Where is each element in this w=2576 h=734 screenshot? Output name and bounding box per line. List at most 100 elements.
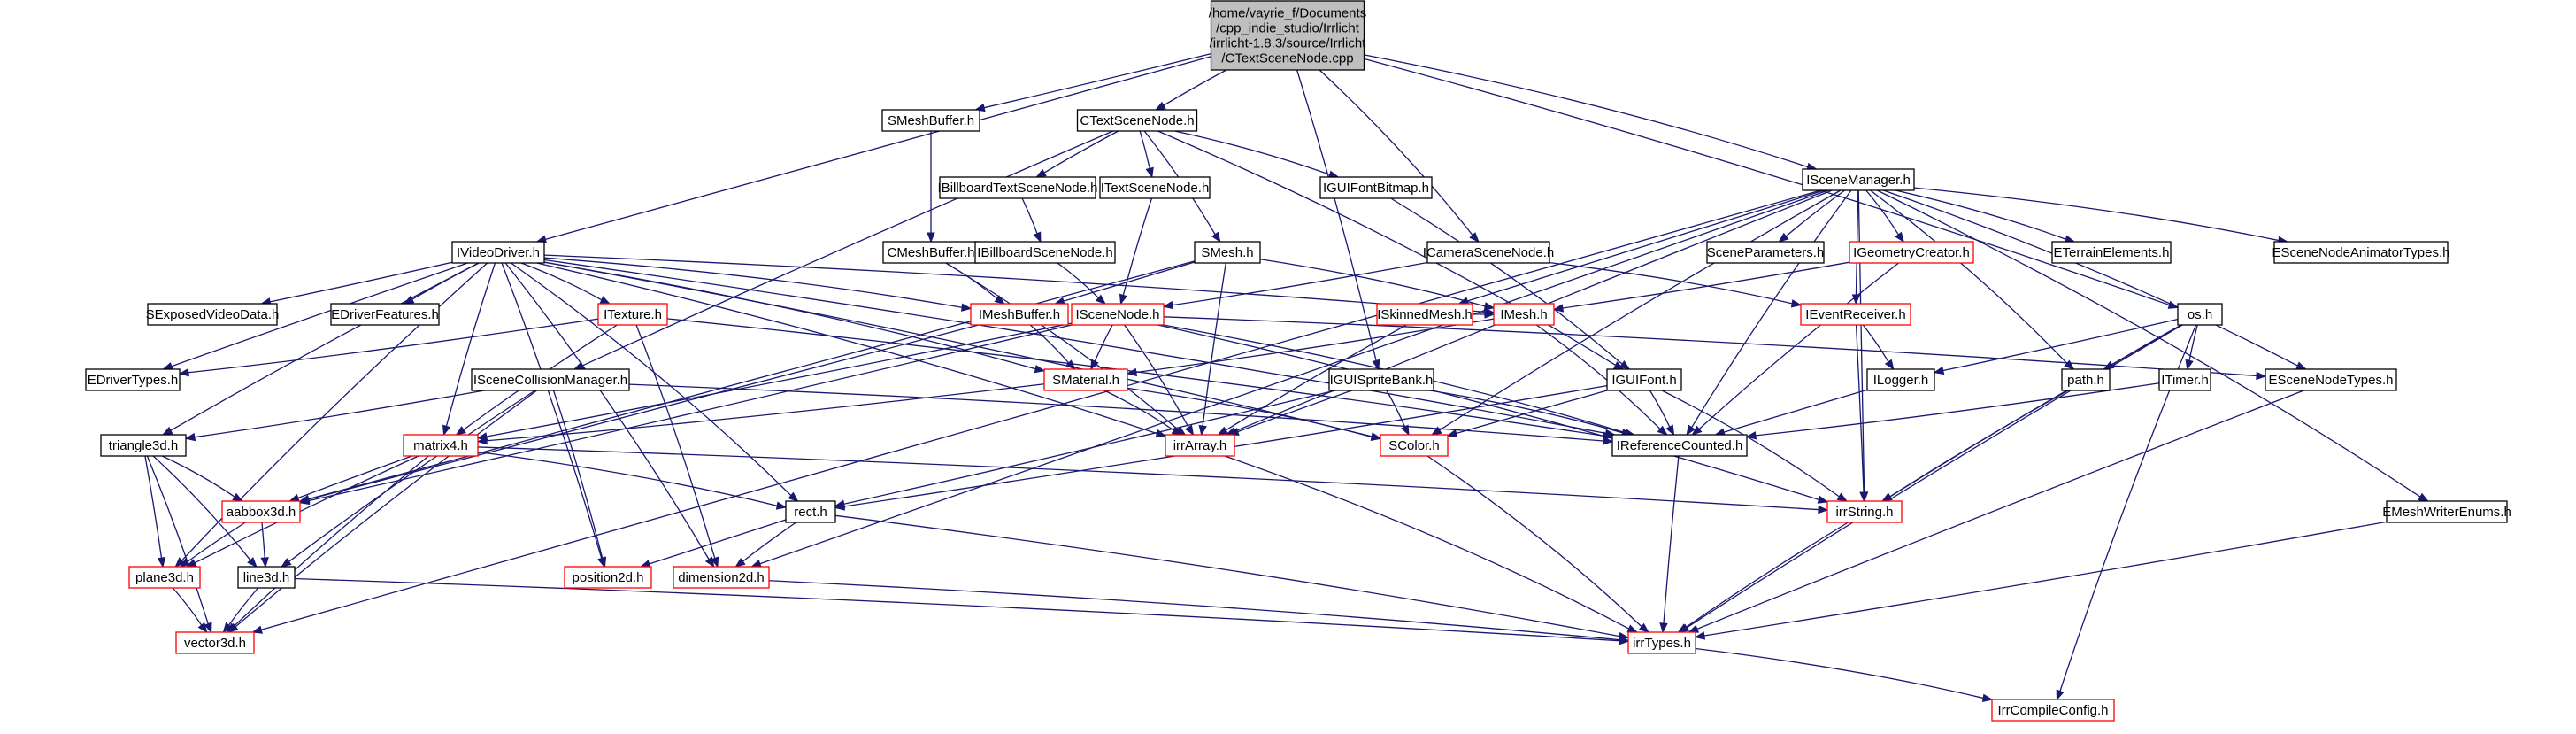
node-IBillboardSceneNode[interactable]: IBillboardSceneNode.h [974, 241, 1116, 264]
node-IGUISpriteBank[interactable]: IGUISpriteBank.h [1328, 368, 1434, 391]
node-ISkinnedMesh[interactable]: ISkinnedMesh.h [1376, 303, 1473, 326]
edge-matrix4-to-vector3d [233, 455, 429, 627]
node-IMesh[interactable]: IMesh.h [1493, 303, 1555, 326]
edge-triangle3d-to-line3d [152, 455, 251, 561]
node-triangle3d[interactable]: triangle3d.h [100, 434, 187, 457]
node-ESceneNodeTypes[interactable]: ESceneNodeTypes.h [2265, 368, 2397, 391]
node-IrrCompileConfig[interactable]: IrrCompileConfig.h [1991, 699, 2115, 722]
node-ITexture[interactable]: ITexture.h [597, 303, 668, 326]
edge-irrTypes-to-IrrCompileConfig [1695, 647, 1984, 699]
node-EMeshWriterEnums[interactable]: EMeshWriterEnums.h [2382, 500, 2511, 523]
node-SMaterial[interactable]: SMaterial.h [1043, 368, 1128, 391]
node-CMeshBuffer[interactable]: CMeshBuffer.h [882, 241, 980, 264]
arrowhead-plane3d-to-vector3d [197, 622, 208, 634]
edge-aabbox3d-to-plane3d [187, 522, 246, 562]
node-rect[interactable]: rect.h [785, 500, 836, 523]
node-ESceneNodeAnimatorTypes[interactable]: ESceneNodeAnimatorTypes.h [2272, 241, 2450, 264]
node-plane3d[interactable]: plane3d.h [128, 566, 201, 589]
node-irrString[interactable]: irrString.h [1826, 500, 1903, 523]
node-IGeometryCreator[interactable]: IGeometryCreator.h [1849, 241, 1974, 264]
node-ISceneCollisionManager[interactable]: ISceneCollisionManager.h [471, 368, 630, 391]
node-IMeshBuffer[interactable]: IMeshBuffer.h [970, 303, 1069, 326]
edge-IGeometryCreator-to-IReferenceCounted [1698, 262, 1899, 430]
node-EDriverTypes[interactable]: EDriverTypes.h [85, 368, 181, 391]
node-ISceneManager[interactable]: ISceneManager.h [1802, 168, 1915, 191]
node-ETerrainElements[interactable]: ETerrainElements.h [2051, 241, 2172, 264]
node-box-os [2177, 303, 2223, 326]
arrowhead-IVideoDriver-to-SMaterial [1034, 364, 1046, 374]
edge-IBillboardSceneNode-to-ISceneNode [1057, 262, 1099, 298]
edge-triangle3d-to-plane3d [144, 455, 163, 559]
node-irrTypes[interactable]: irrTypes.h [1627, 631, 1696, 654]
node-label-IrrCompileConfig: IrrCompileConfig.h [1997, 703, 2108, 718]
node-IGUIFontBitmap[interactable]: IGUIFontBitmap.h [1319, 176, 1433, 199]
edge-ISceneCollisionManager-to-line3d [288, 390, 536, 562]
node-box-ISceneCollisionManager [471, 368, 630, 391]
node-ITextSceneNode[interactable]: ITextSceneNode.h [1099, 176, 1211, 199]
node-vector3d[interactable]: vector3d.h [175, 631, 255, 654]
node-box-IGUISpriteBank [1328, 368, 1434, 391]
node-box-vector3d [175, 631, 255, 654]
node-irrArray[interactable]: irrArray.h [1165, 434, 1235, 457]
node-label-os: os.h [2188, 307, 2212, 322]
node-IReferenceCounted[interactable]: IReferenceCounted.h [1611, 434, 1748, 457]
node-label-path: path.h [2067, 373, 2104, 388]
node-position2d[interactable]: position2d.h [564, 566, 652, 589]
node-path[interactable]: path.h [2061, 368, 2111, 391]
edge-ITexture-to-IReferenceCounted [666, 318, 1604, 437]
node-aabbox3d[interactable]: aabbox3d.h [221, 500, 301, 523]
node-label-ESceneNodeTypes: ESceneNodeTypes.h [2269, 373, 2394, 388]
node-IBillboardTextSceneNode[interactable]: IBillboardTextSceneNode.h [938, 176, 1098, 199]
node-box-ETerrainElements [2051, 241, 2172, 264]
edge-IVideoDriver-to-IMeshBuffer [543, 257, 963, 308]
node-line3d[interactable]: line3d.h [237, 566, 296, 589]
edge-ISceneCollisionManager-to-triangle3d [194, 390, 485, 438]
arrowhead-matrix4-to-rect [775, 501, 788, 510]
node-CTextSceneNode[interactable]: CTextSceneNode.h [1076, 109, 1198, 132]
edge-ISceneManager-to-SceneParameters [1785, 189, 1846, 237]
node-SMeshBuffer[interactable]: SMeshBuffer.h [881, 109, 980, 132]
edge-os-to-ITimer [2188, 324, 2198, 361]
node-EDriverFeatures[interactable]: EDriverFeatures.h [330, 303, 440, 326]
arrowhead-ITimer-to-IReferenceCounted [1745, 431, 1757, 440]
node-os[interactable]: os.h [2177, 303, 2223, 326]
node-IVideoDriver[interactable]: IVideoDriver.h [451, 241, 545, 264]
arrowhead-SMaterial-to-SColor [1370, 432, 1382, 442]
node-ICameraSceneNode[interactable]: ICameraSceneNode.h [1423, 241, 1554, 264]
node-IEventReceiver[interactable]: IEventReceiver.h [1800, 303, 1911, 326]
node-dimension2d[interactable]: dimension2d.h [673, 566, 770, 589]
node-label-IVideoDriver: IVideoDriver.h [457, 245, 540, 260]
edge-ISceneNode-to-matrix4 [486, 322, 1073, 437]
node-matrix4[interactable]: matrix4.h [403, 434, 479, 457]
node-label-ESceneNodeAnimatorTypes: ESceneNodeAnimatorTypes.h [2272, 245, 2450, 260]
node-box-SMesh [1194, 241, 1261, 264]
node-label-IGUISpriteBank: IGUISpriteBank.h [1330, 373, 1434, 388]
edge-IVideoDriver-to-EDriverTypes [171, 262, 468, 367]
node-label-ISceneCollisionManager: ISceneCollisionManager.h [473, 373, 627, 388]
arrowhead-IBillboardSceneNode-to-ISceneNode [1095, 294, 1106, 305]
arrowhead-ISceneNode-to-irrString [1817, 495, 1829, 504]
node-ITimer[interactable]: ITimer.h [2158, 368, 2211, 391]
arrowhead-CTextSceneNode-to-IBillboardTextSceneNode [1035, 168, 1047, 178]
edge-IVideoDriver-to-ITexture [520, 262, 603, 301]
edge-path-to-irrString [1889, 390, 2069, 498]
node-IGUIFont[interactable]: IGUIFont.h [1606, 368, 1682, 391]
node-SExposedVideoData[interactable]: SExposedVideoData.h [146, 303, 280, 326]
node-box-ISceneManager [1802, 168, 1915, 191]
node-SColor[interactable]: SColor.h [1380, 434, 1449, 457]
node-box-ITextSceneNode [1099, 176, 1211, 199]
edge-IVideoDriver-to-matrix4 [445, 262, 496, 427]
edge-IGUISpriteBank-to-irrArray [1237, 390, 1352, 433]
node-ISceneNode[interactable]: ISceneNode.h [1071, 303, 1165, 326]
edge-IVideoDriver-to-plane3d [181, 262, 488, 561]
node-ILogger[interactable]: ILogger.h [1866, 368, 1935, 391]
node-SceneParameters[interactable]: SceneParameters.h [1706, 241, 1825, 264]
node-label-IBillboardTextSceneNode: IBillboardTextSceneNode.h [938, 181, 1098, 196]
edge-SMesh-to-IMeshBuffer [1063, 261, 1196, 302]
node-root[interactable]: /home/vayrie_f/Documents/cpp_indie_studi… [1209, 0, 1366, 71]
node-SMesh[interactable]: SMesh.h [1194, 241, 1261, 264]
node-label-SColor: SColor.h [1388, 438, 1440, 453]
edge-SMaterial-to-SColor [1127, 387, 1373, 438]
node-label-IGUIFontBitmap: IGUIFontBitmap.h [1323, 181, 1429, 196]
edge-IGUIFont-to-IReferenceCounted [1649, 390, 1671, 428]
